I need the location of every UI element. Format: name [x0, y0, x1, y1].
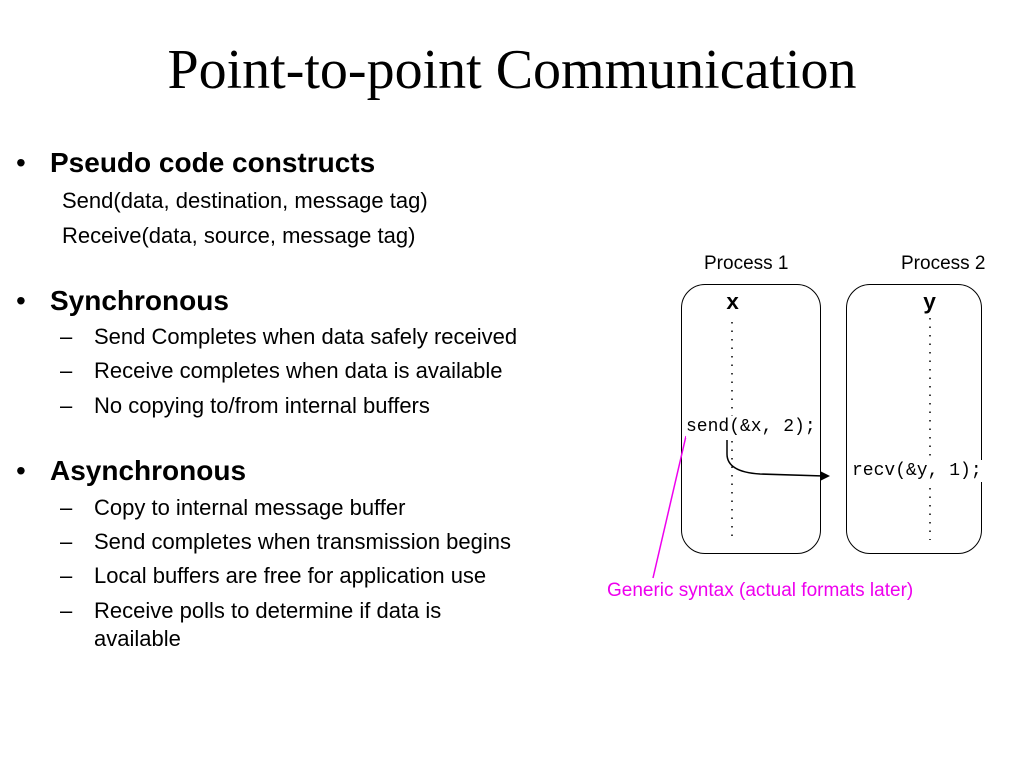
async-item-text: Local buffers are free for application u…	[94, 563, 487, 588]
variable-y: y	[923, 291, 937, 316]
slide-title: Point-to-point Communication	[167, 39, 857, 101]
bullet-dot: •	[16, 285, 26, 316]
async-item: –Local buffers are free for application …	[60, 563, 486, 589]
async-item-text: Receive polls to determine if data is	[94, 598, 442, 623]
async-item: –Copy to internal message buffer	[60, 495, 405, 521]
dash-mark: –	[60, 393, 73, 418]
sync-item: –No copying to/from internal buffers	[60, 393, 430, 419]
message-arrow	[726, 440, 825, 477]
dash-mark: –	[60, 358, 73, 383]
sync-item-text: Receive completes when data is available	[94, 358, 503, 383]
dash-mark: –	[60, 495, 73, 520]
bullet-synchronous: • Synchronous	[16, 285, 229, 317]
bullet-pseudo-code: • Pseudo code constructs	[16, 147, 375, 179]
bullet-asynchronous: • Asynchronous	[16, 455, 246, 487]
bullet-dot: •	[16, 455, 26, 486]
sync-item-text: Send Completes when data safely received	[94, 324, 518, 349]
process-2-box	[846, 284, 982, 554]
arrow-head-icon	[820, 471, 830, 481]
caption-pointer-line	[652, 435, 687, 579]
dash-mark: –	[60, 324, 73, 349]
recv-code: recv(&y, 1);	[852, 460, 982, 482]
pseudo-receive-line: Receive(data, source, message tag)	[62, 223, 416, 248]
dash-mark: –	[60, 598, 73, 623]
send-code: send(&x, 2);	[686, 416, 816, 438]
sync-item-text: No copying to/from internal buffers	[94, 393, 430, 418]
pseudo-send-line: Send(data, destination, message tag)	[62, 188, 428, 213]
variable-x: x	[726, 291, 740, 316]
process-1-box	[681, 284, 821, 554]
dash-mark: –	[60, 529, 73, 554]
bullet-heading-sync: Synchronous	[50, 285, 229, 316]
async-item-text: Copy to internal message buffer	[94, 495, 406, 520]
process-1-label: Process 1	[704, 253, 789, 274]
process-2-label: Process 2	[901, 253, 986, 274]
async-item-continuation: available	[94, 626, 181, 651]
async-item-text: Send completes when transmission begins	[94, 529, 512, 554]
bullet-heading-pseudo: Pseudo code constructs	[50, 147, 376, 178]
bullet-dot: •	[16, 147, 26, 178]
sync-item: –Send Completes when data safely receive…	[60, 324, 517, 350]
sync-item: –Receive completes when data is availabl…	[60, 358, 502, 384]
async-item: –Receive polls to determine if data is	[60, 598, 441, 624]
bullet-heading-async: Asynchronous	[50, 455, 247, 486]
syntax-caption: Generic syntax (actual formats later)	[607, 580, 914, 601]
dash-mark: –	[60, 563, 73, 588]
async-item: –Send completes when transmission begins	[60, 529, 511, 555]
